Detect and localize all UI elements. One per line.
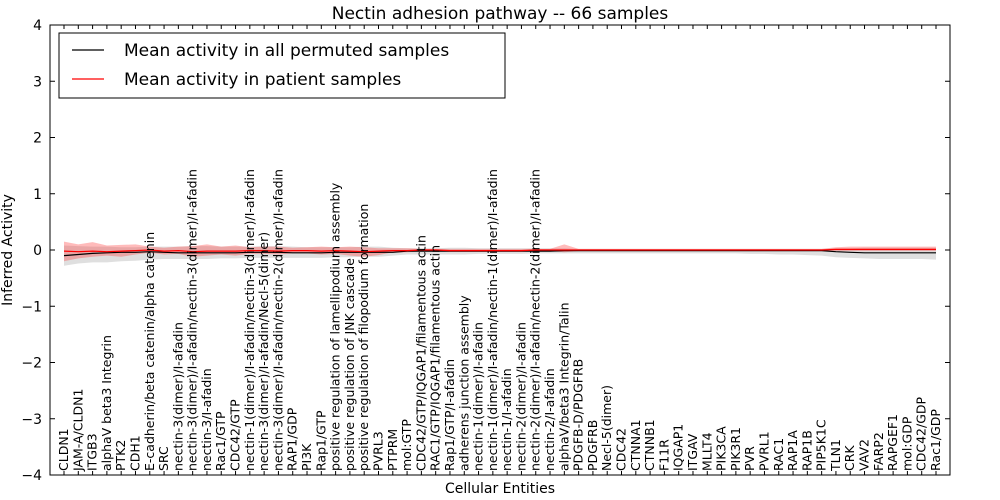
legend-label: Mean activity in patient samples [124,70,401,90]
entity-label: SRC [156,446,171,471]
entity-label: CTNNA1 [628,419,643,471]
entity-label: RAP1/GDP [285,407,300,471]
entity-label: MLLT4 [699,432,714,471]
y-tick-label: −2 [21,356,42,372]
entity-label: RAP1A [785,430,800,471]
entity-label: nectin-2/I-afadin [542,368,557,471]
legend-label: Mean activity in all permuted samples [124,41,449,61]
entity-label: Rac1/GDP [928,409,943,471]
series-lines [63,248,936,257]
entity-label: CDC42/GTP [228,399,243,471]
entity-label: nectin-2(dimer)/I-afadin [513,322,528,471]
entity-label: JAM-A/CLDN1 [70,389,85,472]
entity-label: PIK3R1 [728,427,743,471]
entity-label: Rac1/GTP [213,411,228,471]
entity-label: PIK3CA [714,426,729,471]
entity-label: nectin-1(dimer)/I-afadin [471,322,486,471]
entity-label: CDC42 [614,428,629,471]
y-tick-label: 3 [33,74,42,90]
entity-label: PVRL1 [757,431,772,471]
y-tick-label: −4 [21,468,42,484]
entity-label: PVR [742,446,757,471]
entity-label: adherens junction assembly [456,295,471,471]
entity-label: nectin-1(dimer)/I-afadin/nectin-1(dimer)… [485,169,500,471]
entity-label: RAC1/GTP/IQGAP1/filamentous actin [428,245,443,471]
legend-box [58,32,506,99]
entity-label: VAV2 [857,439,872,471]
x-axis-label: Cellular Entities [445,481,555,497]
entity-label: positive regulation of JNK cascade [342,258,357,471]
entity-label: RAPGEF1 [885,414,900,471]
y-tick-label: −1 [21,299,42,315]
entity-label: IQGAP1 [671,424,686,471]
entity-label: Rap1/GTP/I-afadin [442,359,457,471]
y-tick-label: 4 [33,18,42,34]
entity-label: positive regulation of filopodium format… [356,204,371,471]
entity-label: CLDN1 [56,428,71,471]
y-tick-label: −3 [21,412,42,428]
y-axis-label: Inferred Activity [0,194,16,306]
entity-label: TLN1 [828,439,843,472]
entity-label: ITGAV [685,433,700,471]
entity-label: PVRL3 [371,431,386,471]
entity-label: CTNNB1 [642,419,657,471]
entity-label: nectin-1(dimer)/I-afadin/nectin-3(dimer)… [242,169,257,471]
entity-label: E-cadherin/beta catenin/alpha catenin [142,232,157,471]
y-tick-label: 0 [33,243,42,259]
entity-label: nectin-2(dimer)/I-afadin/nectin-2(dimer)… [528,169,543,471]
entity-label: PIP5K1C [814,419,829,471]
entity-label: CRK [842,445,857,471]
entity-label: PI3K [299,443,314,471]
entity-label: ITGB3 [85,433,100,471]
entity-label: PDGFRB [585,420,600,471]
entity-label: alphaV/beta3 Integrin/Talin [556,303,571,472]
entity-label: CDH1 [128,435,143,471]
entity-label: PDGFB-D/PDGFRB [571,359,586,471]
entity-label: RAC1 [771,438,786,471]
entity-label: nectin-3(dimer)/I-afadin [170,322,185,471]
y-tick-label: 2 [33,131,42,147]
entity-label: Necl-5(dimer) [599,385,614,471]
entity-label: CDC42/GTP/IQGAP1/filamentous actin [413,235,428,471]
entity-label: alphaV beta3 Integrin [99,335,114,471]
y-axis: 4 3 2 1 0 −1 −2 −3 −4 [21,18,950,484]
chart-title: Nectin adhesion pathway -- 66 samples [332,4,669,24]
entity-label: nectin-3(dimer)/I-afadin/nectin-2(dimer)… [270,169,285,471]
legend: Mean activity in all permuted samplesMea… [58,32,506,99]
entity-label: F11R [656,439,671,471]
entity-label: mol:GTP [399,419,414,471]
entity-label: mol:GDP [899,416,914,471]
line-series-2 [63,248,936,253]
entity-label: FARP2 [871,432,886,471]
entity-label: PTK2 [113,440,128,471]
entity-label: nectin-3(dimer)/I-afadin/Necl-5(dimer) [256,232,271,471]
entity-label: CDC42/GDP [914,396,929,471]
entity-label: PTPRM [385,429,400,471]
entity-label: positive regulation of lamellipodium ass… [328,182,343,471]
y-tick-label: 1 [33,187,42,203]
entity-label: Rap1/GTP [313,410,328,471]
entity-label: nectin-3(dimer)/I-afadin/nectin-3(dimer)… [185,169,200,471]
entity-label: nectin-1/I-afadin [499,368,514,471]
entity-label: RAP1B [799,430,814,471]
entity-label: nectin-3/I-afadin [199,368,214,471]
